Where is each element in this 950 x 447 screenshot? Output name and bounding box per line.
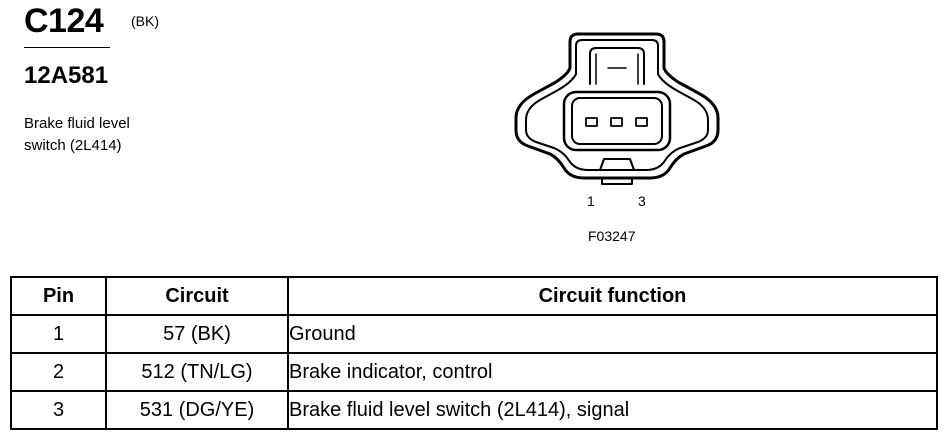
table-row: 1 57 (BK) Ground — [10, 314, 938, 354]
housing-outer-outline — [514, 32, 720, 180]
connector-id-underline — [24, 47, 110, 48]
header-circuit: Circuit — [105, 276, 289, 316]
connector-id: C124 — [24, 2, 104, 40]
pin-cell: 2 — [10, 352, 107, 392]
component-description: Brake fluid level switch (2L414) — [24, 113, 204, 157]
pin-cavity-inner — [571, 97, 663, 145]
pin-cavity-outer — [562, 90, 672, 152]
pin-label-1: 1 — [587, 193, 595, 209]
circuit-cell: 512 (TN/LG) — [105, 352, 289, 392]
circuit-function-cell: Ground — [287, 314, 938, 354]
circuit-cell: 57 (BK) — [105, 314, 289, 354]
table-row: 3 531 (DG/YE) Brake fluid level switch (… — [10, 390, 938, 430]
circuit-function-cell: Brake fluid level switch (2L414), signal — [287, 390, 938, 430]
terminal-pin-1 — [585, 117, 598, 127]
circuit-cell: 531 (DG/YE) — [105, 390, 289, 430]
keying-notch — [599, 158, 635, 171]
terminal-pin-3 — [635, 117, 648, 127]
circuit-function-cell: Brake indicator, control — [287, 352, 938, 392]
color-code: (BK) — [131, 13, 159, 29]
table-header-row: Pin Circuit Circuit function — [10, 276, 938, 316]
pin-label-3: 3 — [638, 193, 646, 209]
table-row: 2 512 (TN/LG) Brake indicator, control — [10, 352, 938, 392]
description-line-1: Brake fluid level — [24, 115, 130, 132]
header-circuit-function: Circuit function — [287, 276, 938, 316]
locking-tab — [589, 47, 645, 85]
pin-cell: 1 — [10, 314, 107, 354]
figure-reference: F03247 — [588, 228, 636, 244]
description-line-2: switch (2L414) — [24, 137, 122, 154]
pinout-table: Pin Circuit Circuit function 1 57 (BK) G… — [10, 276, 938, 430]
pin-cell: 3 — [10, 390, 107, 430]
part-number: 12A581 — [24, 62, 109, 89]
terminal-pin-2 — [610, 117, 623, 127]
housing-inner-outline — [525, 39, 709, 171]
connector-face-diagram — [514, 32, 720, 185]
header-pin: Pin — [10, 276, 107, 316]
keying-notch-base — [601, 177, 633, 185]
